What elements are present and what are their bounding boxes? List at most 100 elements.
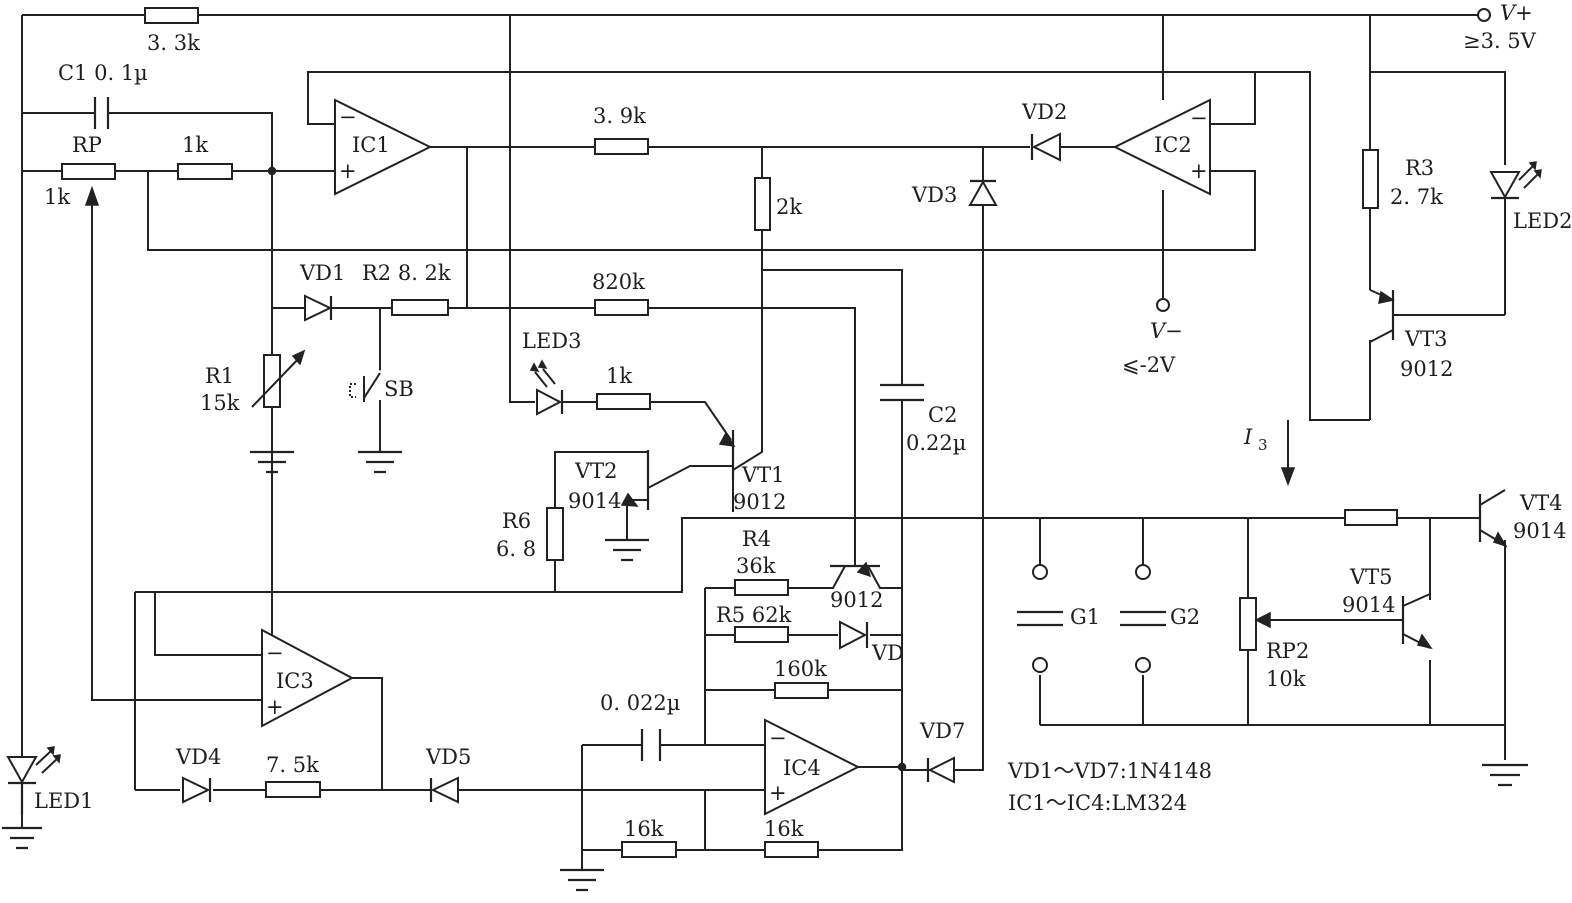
label-vt5: VT5 xyxy=(1349,565,1393,589)
resistor-r6 xyxy=(547,508,563,560)
label-led2: LED2 xyxy=(1513,209,1572,233)
ground-led1 xyxy=(2,828,42,848)
resistor-3k9 xyxy=(595,139,648,154)
label-vd1: VD1 xyxy=(299,261,345,285)
resistor-7k5 xyxy=(266,782,320,797)
label-r3-value: 2. 7k xyxy=(1390,185,1443,209)
label-r1-value: 15k xyxy=(200,391,240,415)
label-9012: 9012 xyxy=(830,588,883,612)
label-vd5: VD5 xyxy=(425,745,471,769)
label-vminus-value: ⩽-2V xyxy=(1122,353,1176,377)
label-r6-value: 6. 8 xyxy=(496,537,536,561)
label-vt4-value: 9014 xyxy=(1513,519,1566,543)
label-c-0022: 0. 022µ xyxy=(600,691,680,715)
label-ic1-plus: + xyxy=(339,159,357,183)
resistor-16k-b xyxy=(765,842,818,857)
led-led3 xyxy=(537,390,560,414)
diode-vd2 xyxy=(1034,134,1060,160)
label-r4-value: 36k xyxy=(736,554,776,578)
resistor-r2 xyxy=(392,300,448,315)
diode-vd3 xyxy=(970,182,996,205)
resistor-r3 xyxy=(1363,150,1378,208)
label-r4: R4 xyxy=(742,527,771,551)
label-c2: C2 xyxy=(928,403,957,427)
diode-vd xyxy=(840,622,865,648)
resistor-16k-a xyxy=(622,842,676,857)
label-rp2: RP2 xyxy=(1266,639,1309,663)
resistor-160k xyxy=(775,683,828,698)
label-r-3k3: 3. 3k xyxy=(147,31,200,55)
label-r6: R6 xyxy=(502,509,531,533)
resistor-3k3 xyxy=(145,8,198,23)
resistor-2k xyxy=(755,178,770,230)
capacitor-c2 xyxy=(880,385,924,400)
resistor-r4 xyxy=(735,580,788,595)
terminal-vplus xyxy=(1478,9,1490,21)
label-ic1: IC1 xyxy=(352,133,390,157)
label-ic3: IC3 xyxy=(276,669,314,693)
label-i3-sub: 3 xyxy=(1258,436,1268,454)
label-r-820k: 820k xyxy=(592,270,645,294)
ground-right xyxy=(1482,765,1528,785)
capacitor-0022 xyxy=(642,729,660,761)
label-sb: SB xyxy=(384,377,414,401)
label-led1: LED1 xyxy=(34,789,93,813)
label-vplus: V+ xyxy=(1500,1,1533,25)
label-ic4-minus: − xyxy=(769,726,787,750)
resistor-820k xyxy=(595,300,648,315)
label-vt1: VT1 xyxy=(741,463,785,487)
label-r-1k-mid: 1k xyxy=(606,364,632,388)
ground-vt2 xyxy=(605,540,649,560)
label-c2-value: 0.22µ xyxy=(906,431,966,455)
label-c1: C1 0. 1µ xyxy=(58,61,148,85)
resistor-1k-top xyxy=(178,164,232,179)
label-rp-value: 1k xyxy=(44,185,70,209)
diode-vd4 xyxy=(183,778,208,802)
current-arrow-i3 xyxy=(1282,420,1294,484)
label-g1: G1 xyxy=(1070,605,1100,629)
label-r-16k-b: 16k xyxy=(764,817,804,841)
label-r-3k9: 3. 9k xyxy=(593,104,646,128)
label-r3: R3 xyxy=(1405,156,1434,180)
ground-ic4 xyxy=(560,870,604,890)
note-diodes: VD1～VD7:1N4148 xyxy=(1007,759,1212,783)
label-vt3-value: 9012 xyxy=(1400,357,1453,381)
note-opamps: IC1～IC4:LM324 xyxy=(1008,791,1187,815)
label-vt1-value: 9012 xyxy=(733,490,786,514)
label-vplus-value: ≥3. 5V xyxy=(1463,29,1537,53)
resistor-r5 xyxy=(735,627,788,642)
label-vd: VD xyxy=(871,641,904,665)
label-vt5-value: 9014 xyxy=(1342,593,1395,617)
opamps xyxy=(262,100,1210,814)
diode-vd7 xyxy=(930,758,954,782)
label-vt2: VT2 xyxy=(574,459,618,483)
label-ic4: IC4 xyxy=(783,756,821,780)
label-vd3: VD3 xyxy=(911,183,957,207)
label-r-7k5: 7. 5k xyxy=(266,753,319,777)
potentiometer-rp2 xyxy=(1240,598,1256,650)
label-g2: G2 xyxy=(1170,605,1200,629)
label-r-16k-a: 16k xyxy=(624,817,664,841)
resistor-rp xyxy=(62,164,115,179)
label-vt4: VT4 xyxy=(1519,491,1563,515)
label-r5: R5 62k xyxy=(716,603,792,627)
resistor-vt4-base xyxy=(1345,510,1397,525)
led-led1 xyxy=(8,757,36,782)
label-ic2-plus: + xyxy=(1190,159,1208,183)
label-vt2-value: 9014 xyxy=(568,489,621,513)
diode-vd1 xyxy=(305,296,330,320)
resistor-1k-mid xyxy=(597,394,650,409)
label-ic2-minus: − xyxy=(1190,106,1208,130)
leds xyxy=(8,162,1541,815)
label-r-1k-top: 1k xyxy=(182,133,208,157)
label-vd4: VD4 xyxy=(175,745,221,769)
label-r-160k: 160k xyxy=(774,657,827,681)
capacitor-c1 xyxy=(95,97,108,129)
label-ic2: IC2 xyxy=(1154,133,1192,157)
wires xyxy=(22,15,1505,850)
ground-sb xyxy=(358,452,402,472)
label-vd7: VD7 xyxy=(919,719,965,743)
label-ic4-plus: + xyxy=(769,781,787,805)
label-led3: LED3 xyxy=(522,329,581,353)
